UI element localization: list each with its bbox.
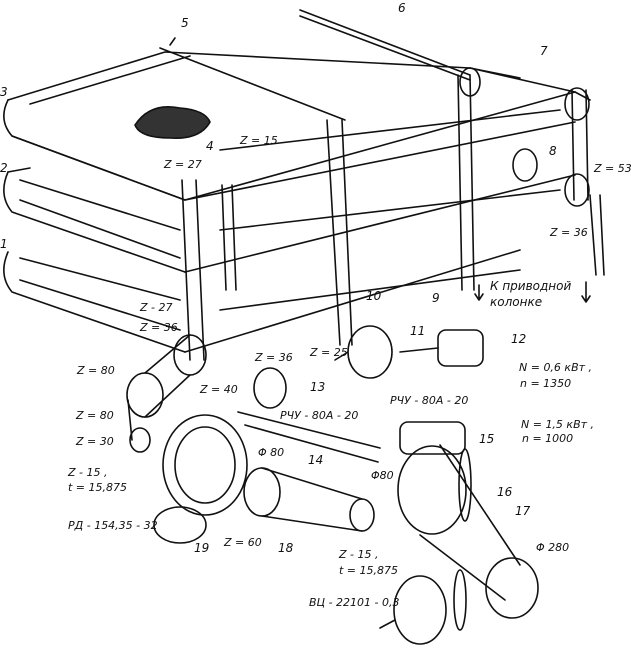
- motor-large-power: N = 1,5 кВт ,: [521, 418, 595, 431]
- callout-z36-left: Z = 36: [140, 321, 178, 334]
- callout-vts: ВЦ - 22101 - 0,3: [309, 596, 400, 609]
- drive-arrow-2: [581, 281, 591, 303]
- callout-phi80-top: Φ 80: [258, 446, 285, 459]
- callout-z80-b: Z = 80: [76, 409, 114, 422]
- gearbox-13: [253, 367, 287, 409]
- callout-z25: Z = 25: [310, 346, 348, 359]
- part-number-14: 14: [308, 453, 324, 467]
- part-number-19: 19: [194, 541, 210, 555]
- chain-drive-10: [326, 119, 353, 346]
- callout-t-bottom: t = 15,875: [68, 481, 128, 494]
- callout-z40: Z = 40: [200, 383, 238, 396]
- chain-drive-9: [457, 74, 475, 291]
- part-number-2: 2: [0, 161, 8, 175]
- callout-rchu-left: РЧУ - 80А - 20: [280, 409, 359, 422]
- callout-z27-left: Z - 27: [140, 301, 173, 314]
- callout-z15-top: Z = 15: [240, 134, 278, 147]
- part-number-4: 4: [206, 139, 214, 153]
- part-number-12: 12: [511, 332, 527, 346]
- callout-z27-top: Z = 27: [164, 158, 202, 171]
- variator-lower: [379, 569, 467, 645]
- motor-small-speed: n = 1350: [520, 377, 572, 390]
- brush-6: [299, 9, 471, 81]
- part-number-1: 1: [0, 237, 8, 251]
- drive-note-line1: К приводной: [490, 279, 572, 293]
- pin-shaft-5: [159, 37, 346, 121]
- part-number-8: 8: [549, 144, 557, 158]
- part-number-16: 16: [497, 485, 513, 499]
- part-number-10: 10: [366, 289, 382, 303]
- part-number-11: 11: [410, 324, 426, 338]
- callout-z15-mid: Z - 15 ,: [339, 548, 379, 561]
- callout-z60: Z = 60: [224, 536, 262, 549]
- drive-note-line2: колонке: [490, 295, 543, 309]
- variator-16: [397, 445, 472, 535]
- chain-18: [243, 467, 375, 532]
- chain-drive-4: [181, 179, 237, 361]
- chain-14: [237, 411, 381, 463]
- motor-12: [399, 329, 484, 367]
- callout-z36-mid: Z = 36: [255, 351, 293, 364]
- callout-t-mid: t = 15,875: [339, 564, 399, 577]
- motor-large-speed: n = 1000: [522, 432, 574, 445]
- part-number-17: 17: [515, 504, 531, 518]
- part-number-6: 6: [398, 1, 406, 15]
- gear-19: [153, 414, 248, 544]
- conveyor-belt-3: [3, 51, 576, 201]
- chain-drive-right: [571, 89, 605, 276]
- gearbox-11: [334, 325, 393, 379]
- drive-arrow-1: [474, 284, 484, 301]
- callout-z80-a: Z = 80: [77, 364, 115, 377]
- product-heap: [134, 106, 211, 139]
- part-number-5: 5: [181, 16, 189, 30]
- callout-rd: РД - 154,35 - 32: [68, 519, 158, 532]
- part-number-3: 3: [0, 85, 8, 99]
- motor-15: [399, 421, 466, 455]
- part-number-15: 15: [479, 432, 495, 446]
- belt-17: [419, 444, 539, 619]
- part-number-13: 13: [310, 380, 326, 394]
- callout-z15-bottom: Z - 15 ,: [68, 466, 108, 479]
- part-number-9: 9: [432, 291, 440, 305]
- callout-z30: Z = 30: [76, 435, 114, 448]
- conveyor-belt-1: [3, 249, 521, 353]
- motor-small-power: N = 0,6 кВт ,: [519, 361, 593, 374]
- callout-z53: Z = 53: [594, 162, 631, 175]
- conveyor-belt-2: [3, 167, 576, 273]
- callout-rchu-right: РЧУ - 80А - 20: [390, 394, 469, 407]
- callout-phi80-mid: Φ80: [371, 469, 394, 482]
- conveyor-frame: [219, 67, 591, 311]
- part-number-18: 18: [278, 541, 294, 555]
- sprocket-chain-left: [126, 334, 207, 453]
- part-number-7: 7: [540, 44, 548, 58]
- callout-phi280: Φ 280: [536, 541, 570, 554]
- callout-z36-right: Z = 36: [550, 226, 588, 239]
